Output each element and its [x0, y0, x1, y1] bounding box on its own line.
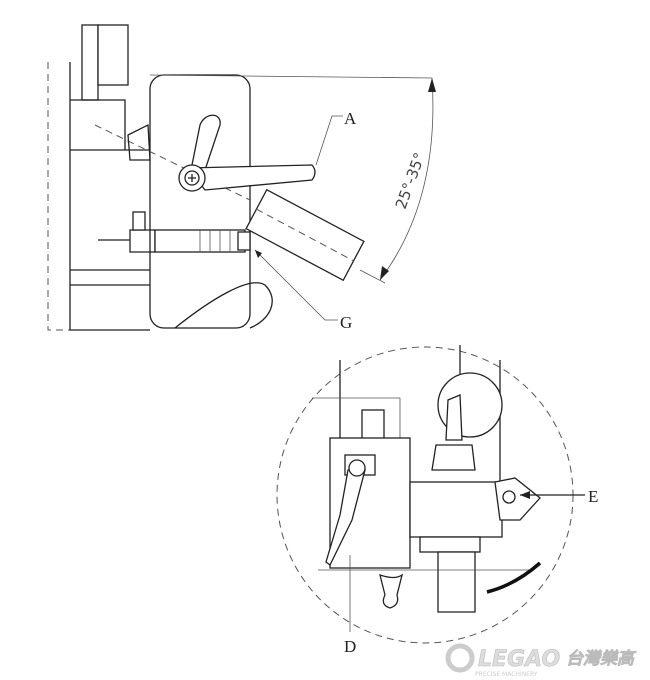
arrowhead-icon — [380, 266, 389, 280]
label-g: G — [340, 313, 352, 332]
angle-range-label: 25°-35° — [392, 150, 429, 211]
logo-brand: LEGAO — [478, 647, 560, 672]
arrowhead-icon — [255, 250, 262, 258]
label-d: D — [344, 637, 356, 656]
arrowhead-icon — [520, 491, 530, 499]
logo-tagline: PRECISE MACHINERY — [475, 671, 538, 678]
logo-chinese: 台灣樂高 — [566, 649, 637, 669]
screw-icon — [188, 174, 196, 182]
top-assembly-view: 25°-35° A G — [47, 24, 436, 332]
label-a: A — [344, 109, 357, 128]
detail-view: E D — [276, 345, 598, 656]
tilted-tool — [245, 188, 365, 282]
label-e: E — [588, 487, 598, 506]
arrowhead-icon — [428, 78, 436, 92]
logo-mark-icon — [445, 643, 475, 673]
legao-logo: LEGAO 台灣樂高 PRECISE MACHINERY — [445, 643, 637, 678]
